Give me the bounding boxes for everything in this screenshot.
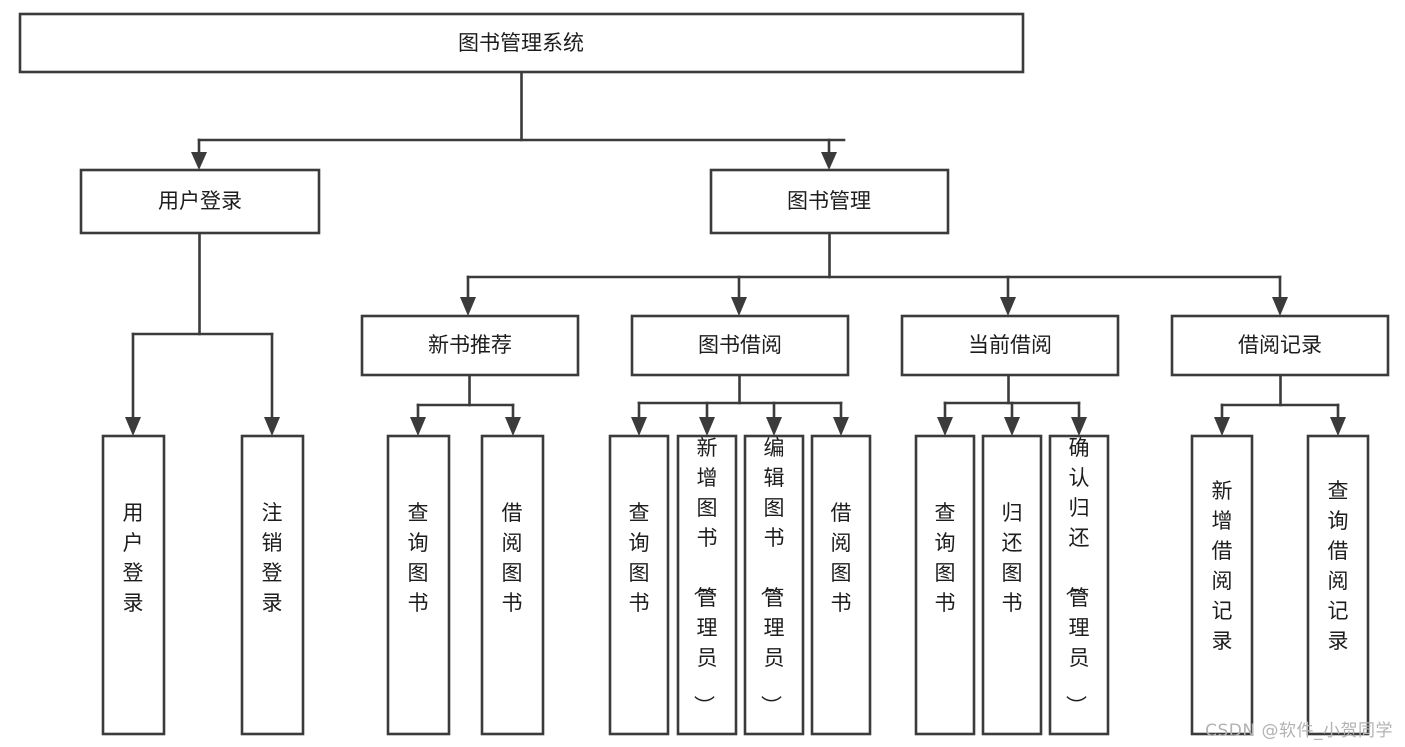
arrow-borrowrecord-to-add bbox=[1214, 417, 1230, 436]
arrow-bookborrow-to-query bbox=[631, 417, 647, 436]
node-leaf-logout[interactable]: 注销登录 bbox=[240, 434, 305, 736]
node-leaf-query-book-3[interactable]: 查询图书 bbox=[914, 434, 976, 736]
node-leaf-query-record-label: 查询借阅记录 bbox=[1328, 479, 1349, 653]
node-leaf-return-book-label: 归还图书 bbox=[1002, 501, 1023, 615]
node-root-box[interactable] bbox=[18, 12, 1025, 74]
arrow-currentborrow-to-confirm bbox=[1071, 417, 1087, 436]
node-leaf-edit-book[interactable]: 编辑图书（管理员） bbox=[743, 434, 805, 736]
node-current-borrow-box[interactable] bbox=[900, 314, 1120, 377]
arrow-root-to-book-manage bbox=[821, 152, 837, 170]
node-leaf-query-record-box[interactable] bbox=[1306, 434, 1370, 736]
node-leaf-user-login-label: 用户登录 bbox=[123, 501, 144, 615]
node-new-book-rec-label: 新书推荐 bbox=[428, 333, 512, 357]
node-borrow-record[interactable]: 借阅记录 bbox=[1170, 314, 1390, 377]
node-leaf-query-book-2-box[interactable] bbox=[608, 434, 670, 736]
node-leaf-confirm-return-box[interactable] bbox=[1048, 434, 1110, 736]
node-user-login[interactable]: 用户登录 bbox=[79, 168, 321, 235]
node-leaf-add-book[interactable]: 新增图书（管理员） bbox=[676, 434, 738, 736]
node-leaf-borrow-book-1-box[interactable] bbox=[480, 434, 545, 736]
arrow-newbook-to-borrow bbox=[505, 417, 521, 436]
node-leaf-edit-book-label: 编辑图书（管理员） bbox=[759, 436, 785, 716]
node-leaf-query-book-1[interactable]: 查询图书 bbox=[386, 434, 451, 736]
node-root-label: 图书管理系统 bbox=[458, 31, 584, 55]
node-leaf-user-login-box[interactable] bbox=[101, 434, 166, 736]
node-leaf-query-book-2[interactable]: 查询图书 bbox=[608, 434, 670, 736]
arrow-bookmanage-to-currentborrow bbox=[1000, 297, 1016, 316]
arrow-userlogin-to-leaf-logout bbox=[264, 417, 280, 436]
node-borrow-record-box[interactable] bbox=[1170, 314, 1390, 377]
node-root[interactable]: 图书管理系统 bbox=[18, 12, 1025, 74]
node-user-login-box[interactable] bbox=[79, 168, 321, 235]
node-leaf-query-book-3-box[interactable] bbox=[914, 434, 976, 736]
arrow-bookmanage-to-newbook bbox=[460, 297, 476, 316]
node-leaf-borrow-book-2-box[interactable] bbox=[810, 434, 872, 736]
arrow-root-to-user-login bbox=[191, 152, 207, 170]
node-book-manage-label: 图书管理 bbox=[787, 189, 871, 213]
node-leaf-borrow-book-1-label: 借阅图书 bbox=[502, 501, 523, 615]
node-leaf-return-book-box[interactable] bbox=[981, 434, 1043, 736]
node-leaf-edit-book-box[interactable] bbox=[743, 434, 805, 736]
node-book-manage-box[interactable] bbox=[709, 168, 950, 235]
node-borrow-record-label: 借阅记录 bbox=[1238, 333, 1322, 357]
node-leaf-logout-label: 注销登录 bbox=[262, 501, 283, 615]
arrow-bookmanage-to-bookborrow bbox=[731, 297, 747, 316]
node-leaf-logout-box[interactable] bbox=[240, 434, 305, 736]
node-book-borrow-box[interactable] bbox=[630, 314, 850, 377]
arrow-borrowrecord-to-query bbox=[1330, 417, 1346, 436]
node-leaf-add-record[interactable]: 新增借阅记录 bbox=[1190, 434, 1254, 736]
node-leaf-confirm-return-label: 确认归还（管理员） bbox=[1064, 436, 1090, 716]
node-leaf-add-book-box[interactable] bbox=[676, 434, 738, 736]
node-leaf-query-record[interactable]: 查询借阅记录 bbox=[1306, 434, 1370, 736]
arrow-bookborrow-to-edit bbox=[766, 417, 782, 436]
node-new-book-rec-box[interactable] bbox=[360, 314, 580, 377]
arrow-bookborrow-to-add bbox=[699, 417, 715, 436]
node-book-borrow[interactable]: 图书借阅 bbox=[630, 314, 850, 377]
node-layer: 图书管理系统 用户登录 图书管理 新书推荐 图书借阅 bbox=[18, 12, 1390, 736]
node-book-manage[interactable]: 图书管理 bbox=[709, 168, 950, 235]
node-leaf-return-book[interactable]: 归还图书 bbox=[981, 434, 1043, 736]
node-leaf-user-login[interactable]: 用户登录 bbox=[101, 434, 166, 736]
node-leaf-add-book-label: 新增图书（管理员） bbox=[692, 436, 718, 716]
arrow-userlogin-to-leaf-userlogin bbox=[125, 417, 141, 436]
node-leaf-borrow-book-1[interactable]: 借阅图书 bbox=[480, 434, 545, 736]
edge-layer bbox=[125, 70, 1346, 436]
node-leaf-add-record-label: 新增借阅记录 bbox=[1212, 479, 1233, 653]
node-new-book-rec[interactable]: 新书推荐 bbox=[360, 314, 580, 377]
node-leaf-borrow-book-2-label: 借阅图书 bbox=[831, 501, 852, 615]
node-leaf-add-record-box[interactable] bbox=[1190, 434, 1254, 736]
node-leaf-borrow-book-2[interactable]: 借阅图书 bbox=[810, 434, 872, 736]
arrow-newbook-to-query bbox=[410, 417, 426, 436]
node-leaf-confirm-return[interactable]: 确认归还（管理员） bbox=[1048, 434, 1110, 736]
node-leaf-query-book-3-label: 查询图书 bbox=[935, 501, 956, 615]
node-leaf-query-book-1-box[interactable] bbox=[386, 434, 451, 736]
node-user-login-label: 用户登录 bbox=[158, 189, 242, 213]
node-leaf-query-book-2-label: 查询图书 bbox=[629, 501, 650, 615]
arrow-bookborrow-to-borrow bbox=[833, 417, 849, 436]
arrow-currentborrow-to-return bbox=[1004, 417, 1020, 436]
node-book-borrow-label: 图书借阅 bbox=[698, 333, 782, 357]
node-current-borrow-label: 当前借阅 bbox=[968, 333, 1052, 357]
arrow-currentborrow-to-query bbox=[937, 417, 953, 436]
node-current-borrow[interactable]: 当前借阅 bbox=[900, 314, 1120, 377]
arrow-bookmanage-to-borrowrecord bbox=[1272, 297, 1288, 316]
node-leaf-query-book-1-label: 查询图书 bbox=[408, 501, 429, 615]
